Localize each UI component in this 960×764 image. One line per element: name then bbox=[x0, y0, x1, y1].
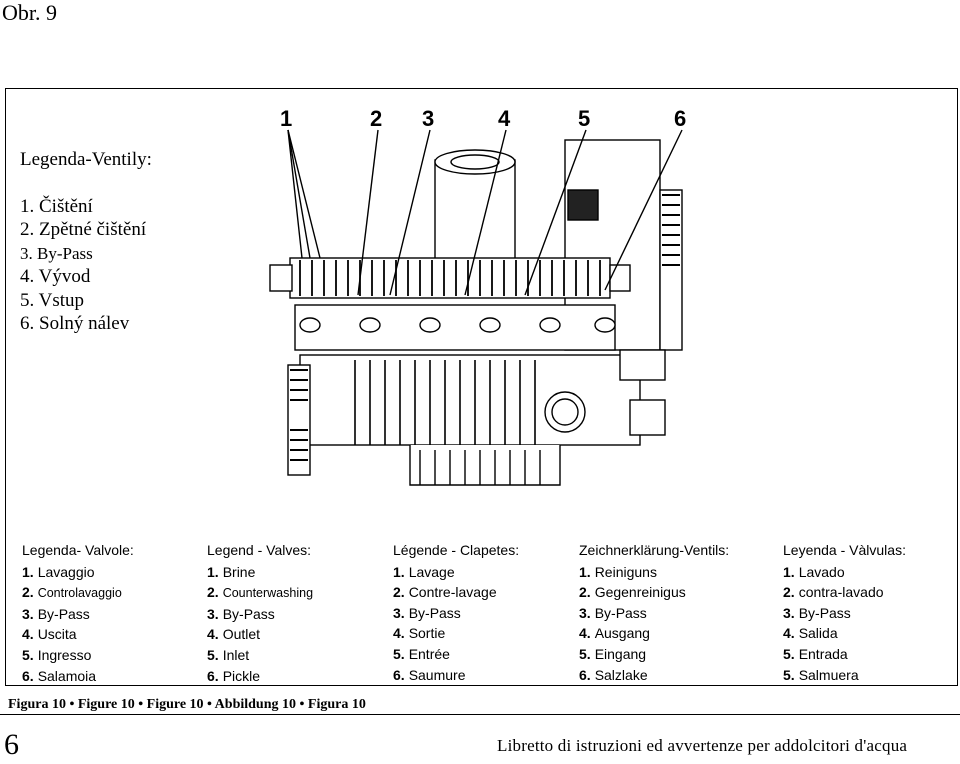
czech-legend-item: 5. Vstup bbox=[20, 289, 85, 311]
legend-item: 6.Salamoia bbox=[22, 667, 97, 684]
figure-label: Obr. 9 bbox=[2, 0, 57, 25]
legend-item: 3.By-Pass bbox=[783, 604, 851, 621]
legend-item: 1.Reiniguns bbox=[579, 563, 657, 580]
figure-caption: Figura 10 • Figure 10 • Figure 10 • Abbi… bbox=[8, 697, 366, 712]
czech-legend-title: Legenda-Ventily: bbox=[20, 149, 152, 170]
legend-title: Légende - Clapetes: bbox=[393, 542, 520, 558]
legend-item: 2.contra-lavado bbox=[783, 584, 884, 601]
legend-italian: Legenda- Valvole: 1.Lavaggio 2.Controlav… bbox=[22, 540, 134, 686]
legend-item: 2.Counterwashing bbox=[207, 584, 314, 601]
czech-legend-item: 2. Zpětné čištění bbox=[20, 219, 147, 240]
legend-item: 4.Uscita bbox=[22, 626, 77, 643]
legend-german: Zeichnerklärung-Ventils: 1.Reiniguns 2.G… bbox=[579, 540, 729, 685]
czech-legend: Legenda-Ventily: 1. Čištění 2. Zpětné či… bbox=[20, 148, 152, 336]
legend-item: 5.Salmuera bbox=[783, 666, 859, 683]
callout-number: 2 bbox=[370, 106, 382, 131]
legend-title: Legenda- Valvole: bbox=[22, 542, 134, 558]
legend-item: 2.Controlavaggio bbox=[22, 584, 122, 601]
legend-item: 5.Inlet bbox=[207, 646, 250, 663]
legend-title: Zeichnerklärung-Ventils: bbox=[579, 542, 730, 558]
legend-french: Légende - Clapetes: 1.Lavage 2.Contre-la… bbox=[393, 540, 519, 685]
legend-item: 1.Lavaggio bbox=[22, 563, 95, 580]
footer-text: Libretto di istruzioni ed avvertenze per… bbox=[497, 736, 908, 755]
legend-english: Legend - Valves: 1.Brine 2.Counterwashin… bbox=[207, 540, 313, 686]
czech-legend-item: 6. Solný nálev bbox=[20, 313, 130, 334]
legend-item: 5.Ingresso bbox=[22, 646, 92, 663]
figure-frame bbox=[5, 88, 958, 686]
czech-legend-item: 1. Čištění bbox=[20, 195, 93, 217]
legend-title: Leyenda - Vàlvulas: bbox=[783, 542, 906, 558]
callout-number: 4 bbox=[498, 106, 511, 131]
legend-item: 3.By-Pass bbox=[207, 605, 275, 622]
legend-item: 4.Sortie bbox=[393, 625, 446, 642]
legend-item: 6.Pickle bbox=[207, 667, 261, 684]
legend-item: 3.By-Pass bbox=[22, 605, 90, 622]
legend-item: 3.By-Pass bbox=[579, 604, 647, 621]
legend-item: 6.Salzlake bbox=[579, 666, 648, 683]
callout-number: 6 bbox=[674, 106, 686, 131]
czech-legend-item: 4. Vývod bbox=[20, 266, 91, 287]
czech-legend-item: 3. By-Pass bbox=[20, 243, 93, 263]
legend-item: 5.Eingang bbox=[579, 645, 647, 662]
callout-number: 3 bbox=[422, 106, 434, 131]
legend-item: 2.Gegenreinigus bbox=[579, 584, 686, 601]
legend-item: 2.Contre-lavage bbox=[393, 584, 497, 601]
legend-item: 6.Saumure bbox=[393, 666, 466, 683]
legend-item: 4.Salida bbox=[783, 625, 838, 642]
footer-divider bbox=[0, 714, 960, 715]
legend-item: 4.Ausgang bbox=[579, 625, 650, 642]
legend-item: 3.By-Pass bbox=[393, 604, 461, 621]
legend-item: 1.Brine bbox=[207, 563, 256, 580]
legend-item: 5.Entrée bbox=[393, 645, 450, 662]
page-number: 6 bbox=[4, 728, 19, 761]
legend-item: 1.Lavado bbox=[783, 563, 845, 580]
valve-assembly-diagram: 1 2 3 4 5 6 bbox=[269, 106, 686, 486]
legend-item: 4.Outlet bbox=[207, 626, 261, 643]
legend-title: Legend - Valves: bbox=[207, 542, 312, 558]
legend-item: 5.Entrada bbox=[783, 645, 848, 662]
callout-number: 1 bbox=[280, 106, 292, 131]
legend-spanish: Leyenda - Vàlvulas: 1.Lavado 2.contra-la… bbox=[783, 540, 906, 685]
callout-number: 5 bbox=[578, 106, 590, 131]
legend-item: 1.Lavage bbox=[393, 563, 455, 580]
